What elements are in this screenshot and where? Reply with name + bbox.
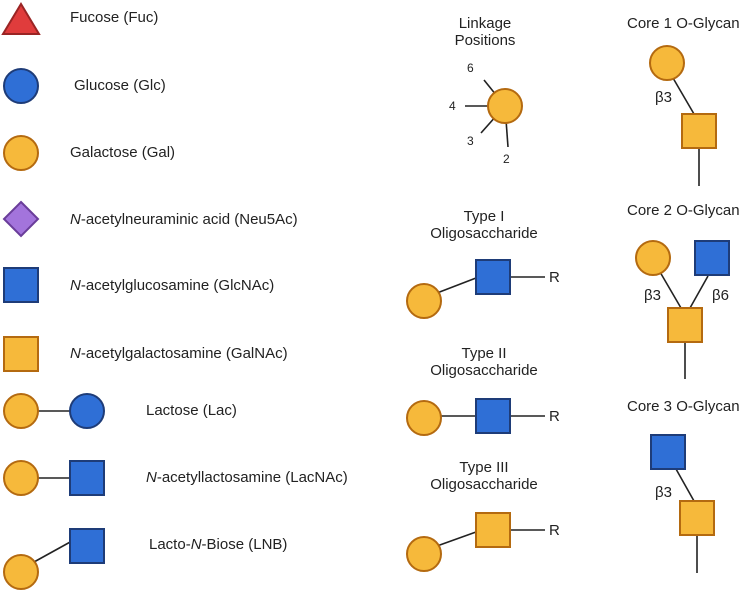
- galactose-label: Galactose (Gal): [70, 144, 176, 161]
- type2-glcnac-icon: [475, 398, 511, 434]
- linkage-title-line2: Positions: [454, 32, 516, 49]
- core2-link-left-label: β3: [644, 287, 661, 304]
- lacnac-label-prefix: N: [146, 469, 157, 486]
- type3-r-label: R: [549, 522, 560, 539]
- core2-title: Core 2 O-Glycan: [627, 202, 739, 219]
- type3-galnac-icon: [475, 512, 511, 548]
- core1-link-label: β3: [655, 89, 672, 106]
- lnb-label-b: N: [190, 536, 202, 553]
- type1-glcnac-icon: [475, 259, 511, 295]
- type2-title-line1: Type II: [461, 345, 507, 362]
- glcnac-label-rest: -acetylglucosamine (GlcNAc): [80, 277, 275, 294]
- linkage-pos-6: 6: [467, 61, 474, 75]
- type3-gal-icon: [406, 536, 442, 572]
- linkage-title-line1: Linkage: [458, 15, 512, 32]
- core3-title: Core 3 O-Glycan: [627, 398, 739, 415]
- type2-r-label: R: [549, 408, 560, 425]
- type3-title-line1: Type III: [459, 459, 509, 476]
- glcnac-label: N-acetylglucosamine (GlcNAc): [70, 277, 274, 295]
- type1-title-line2: Oligosaccharide: [430, 225, 538, 242]
- type2-title-line2: Oligosaccharide: [430, 362, 538, 379]
- type1-r-label: R: [549, 269, 560, 286]
- neu5ac-label-rest: -acetylneuraminic acid (Neu5Ac): [80, 211, 298, 228]
- lnb-bond: [33, 540, 73, 563]
- fucose-triangle-icon: [1, 2, 41, 35]
- type1-bond-gal-glcnac: [436, 277, 477, 294]
- glcnac-label-prefix: N: [70, 277, 81, 294]
- glucose-label: Glucose (Glc): [74, 77, 166, 94]
- lactose-gal-icon: [3, 393, 39, 429]
- linkage-pos-3: 3: [467, 134, 474, 148]
- lacnac-label: N-acetyllactosamine (LacNAc): [146, 469, 348, 487]
- type1-gal-icon: [406, 283, 442, 319]
- fucose-label: Fucose (Fuc): [70, 9, 159, 26]
- galnac-square-icon: [3, 336, 39, 372]
- lactose-glc-icon: [69, 393, 105, 429]
- lnb-glcnac-icon: [69, 528, 105, 564]
- lacnac-gal-icon: [3, 460, 39, 496]
- glcnac-square-icon: [3, 267, 39, 303]
- core3-link-label: β3: [655, 484, 672, 501]
- type3-title-line2: Oligosaccharide: [430, 476, 538, 493]
- linkage-pos-4: 4: [449, 99, 456, 113]
- lnb-gal-icon: [3, 554, 39, 590]
- core1-galnac-icon: [681, 113, 717, 149]
- lactose-label: Lactose (Lac): [146, 402, 237, 419]
- galnac-label: N-acetylgalactosamine (GalNAc): [70, 345, 288, 363]
- linkage-pos-2: 2: [503, 152, 510, 166]
- core3-glcnac-icon: [650, 434, 686, 470]
- lnb-label-c: -Biose (LNB): [201, 536, 288, 553]
- linkage-galactose-icon: [487, 88, 523, 124]
- lnb-label-a: Lacto-: [149, 536, 191, 553]
- lacnac-label-rest: -acetyllactosamine (LacNAc): [156, 469, 348, 486]
- neu5ac-label: N-acetylneuraminic acid (Neu5Ac): [70, 211, 298, 229]
- type1-title-line1: Type I: [463, 208, 505, 225]
- core2-galnac-icon: [667, 307, 703, 343]
- lacnac-glcnac-icon: [69, 460, 105, 496]
- core2-link-right-label: β6: [712, 287, 729, 304]
- type2-gal-icon: [406, 400, 442, 436]
- core2-gal-icon: [635, 240, 671, 276]
- core2-bond-glcnac-galnac: [689, 275, 709, 309]
- core3-bond-glcnac-galnac: [675, 468, 695, 502]
- core1-gal-icon: [649, 45, 685, 81]
- neu5ac-label-prefix: N: [70, 211, 81, 228]
- core1-title: Core 1 O-Glycan: [627, 15, 739, 32]
- galactose-circle-icon: [3, 135, 39, 171]
- lnb-label: Lacto-N-Biose (LNB): [149, 536, 287, 554]
- glucose-circle-icon: [3, 68, 39, 104]
- galnac-label-prefix: N: [70, 345, 81, 362]
- core2-glcnac-icon: [694, 240, 730, 276]
- neu5ac-diamond-icon: [2, 200, 40, 238]
- core2-bond-gal-galnac: [659, 271, 682, 309]
- type3-bond-gal-galnac: [436, 531, 477, 547]
- core3-galnac-icon: [679, 500, 715, 536]
- galnac-label-rest: -acetylgalactosamine (GalNAc): [80, 345, 288, 362]
- core1-bond-gal-galnac: [672, 77, 695, 115]
